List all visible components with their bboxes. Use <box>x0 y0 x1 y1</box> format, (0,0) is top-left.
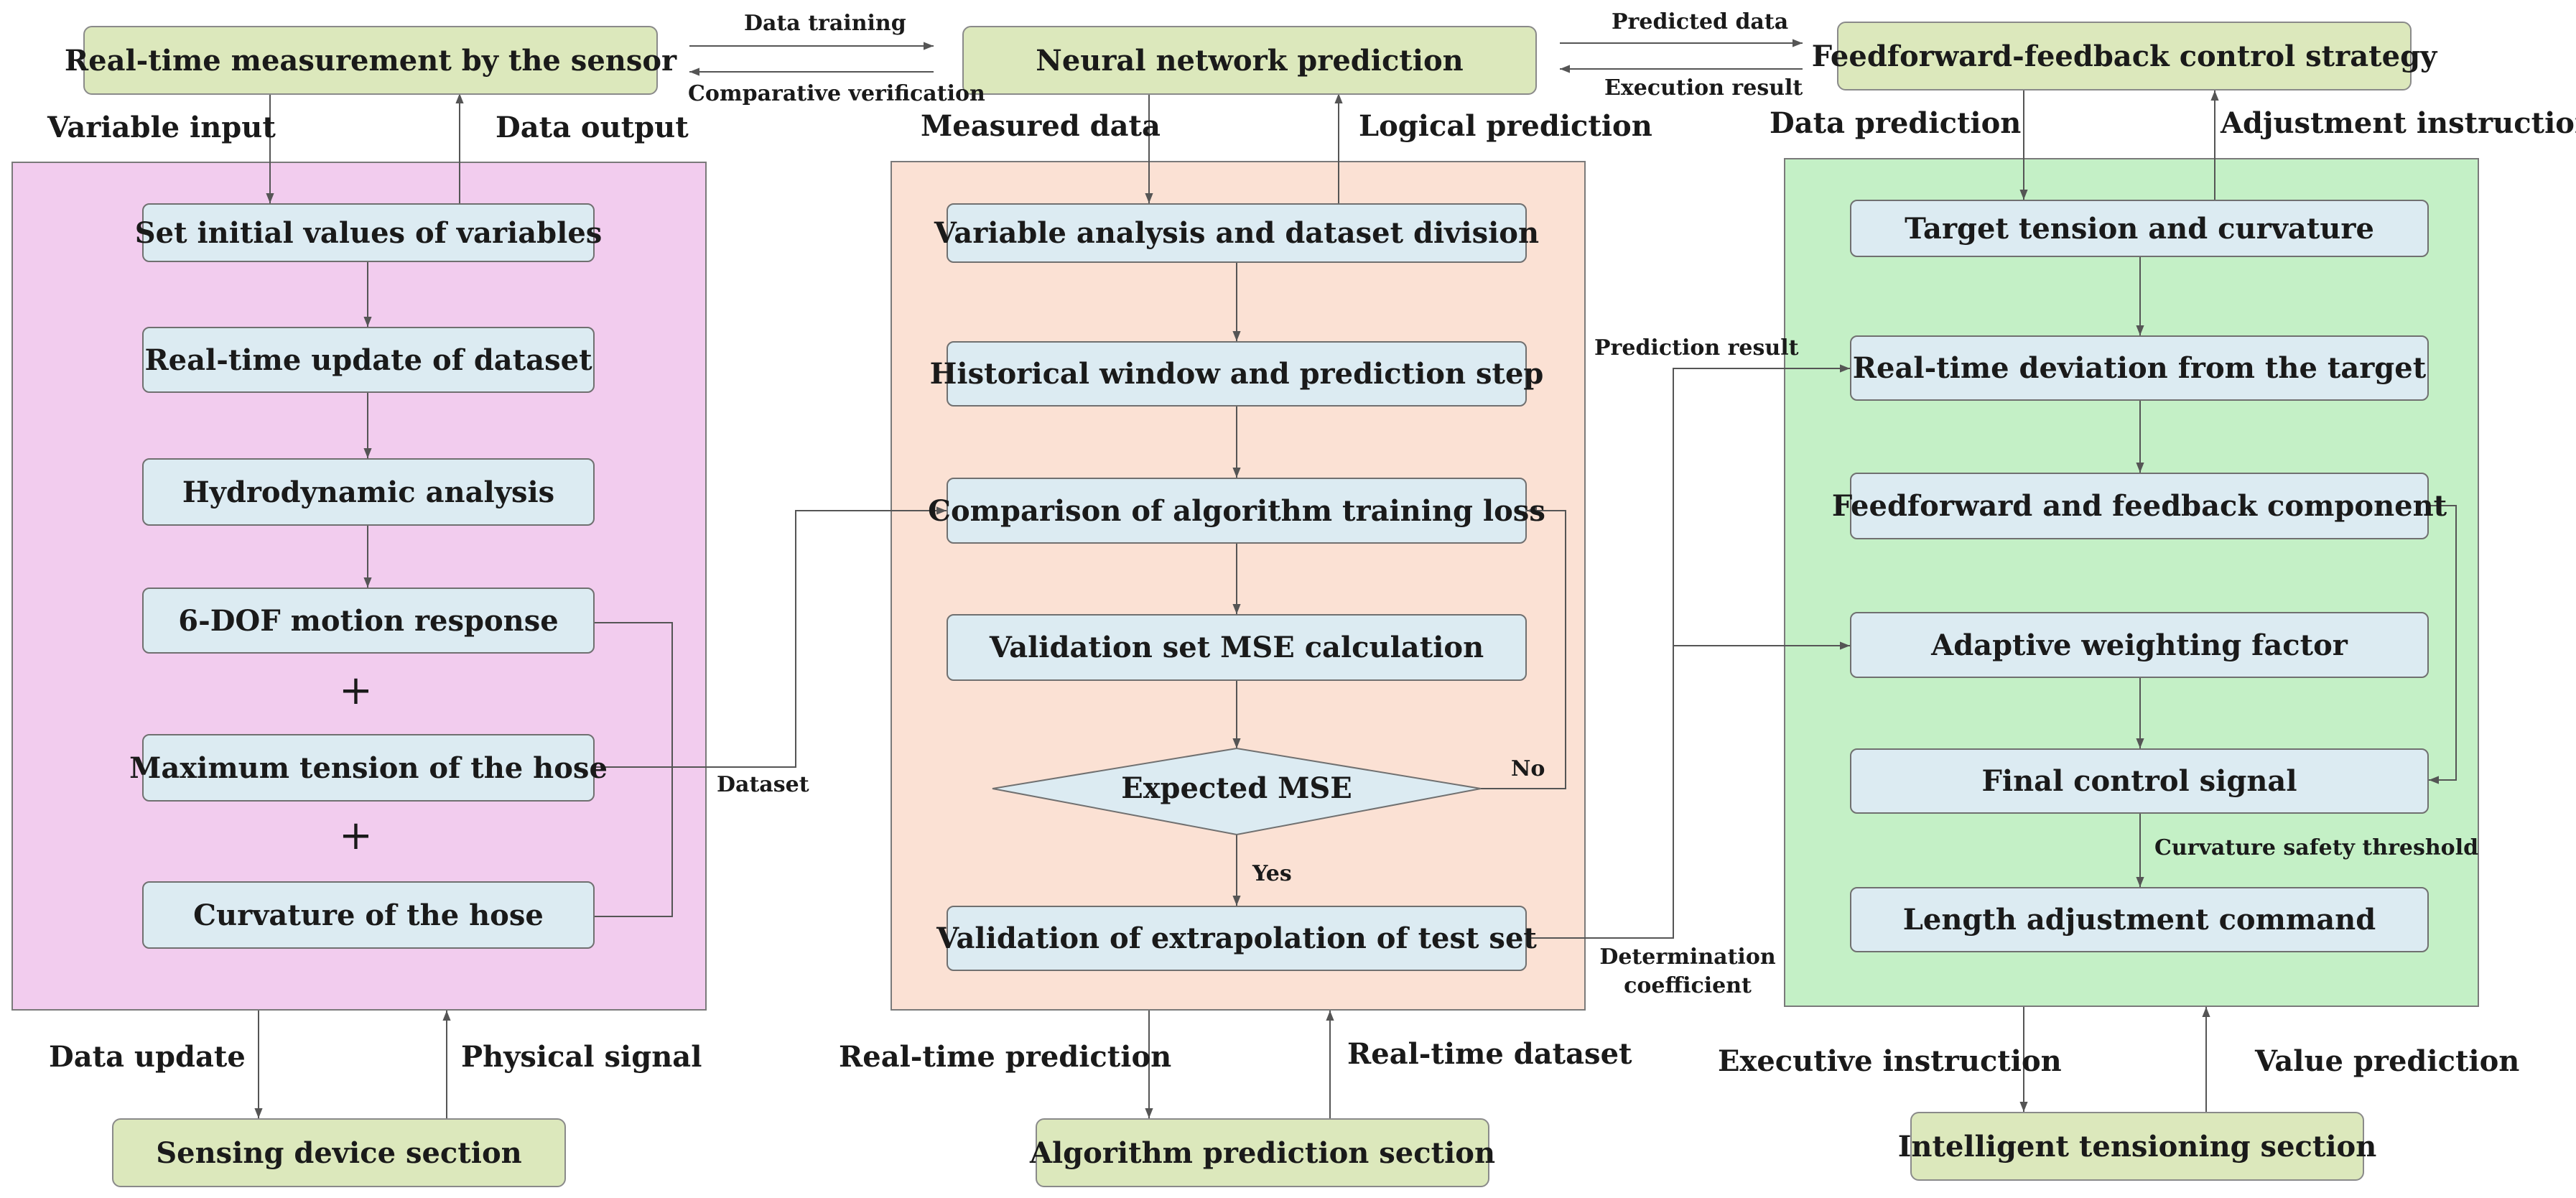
label-physical-signal: Physical signal <box>461 1040 702 1074</box>
expected-mse-diamond <box>992 747 1482 836</box>
step-validation-mse: Validation set MSE calculation <box>947 614 1527 681</box>
step-variable-analysis: Variable analysis and dataset division <box>934 203 1539 263</box>
header-neural: Neural network prediction <box>962 26 1537 95</box>
decision-label: Expected MSE <box>1121 771 1352 805</box>
label-realtime-dataset: Real-time dataset <box>1347 1037 1632 1071</box>
label-executive-instruction: Executive instruction <box>1718 1044 2062 1078</box>
label-dataset: Dataset <box>717 772 809 797</box>
label-logical-prediction: Logical prediction <box>1359 109 1652 143</box>
step-target-tension: Target tension and curvature <box>1850 200 2429 257</box>
step-hydrodynamic-analysis: Hydrodynamic analysis <box>142 458 595 526</box>
label-measured-data: Measured data <box>921 109 1161 143</box>
label-prediction-result: Prediction result <box>1594 335 1799 361</box>
step-realtime-deviation: Real-time deviation from the target <box>1850 335 2429 401</box>
plus-sign-1: + <box>339 667 373 714</box>
tensioning-panel <box>1784 158 2479 1007</box>
label-data-output: Data output <box>496 111 689 144</box>
step-6dof-motion: 6-DOF motion response <box>142 588 595 654</box>
header-control: Feedforward-feedback control strategy <box>1812 22 2437 90</box>
label-data-update: Data update <box>49 1040 246 1074</box>
step-feedforward-feedback: Feedforward and feedback component <box>1832 473 2447 539</box>
label-realtime-prediction: Real-time prediction <box>839 1040 1172 1074</box>
label-coefficient: coefficient <box>1624 973 1752 998</box>
algorithm-panel <box>891 161 1586 1011</box>
step-historical-window: Historical window and prediction step <box>930 341 1543 407</box>
step-validation-extrapolation: Validation of extrapolation of test set <box>936 906 1537 971</box>
label-determination: Determination <box>1599 944 1776 970</box>
label-predicted-data: Predicted data <box>1612 9 1789 34</box>
step-length-adjustment: Length adjustment command <box>1850 887 2429 952</box>
header-tensioning-section: Intelligent tensioning section <box>1898 1112 2376 1181</box>
label-no: No <box>1511 756 1545 781</box>
label-comparative-verification: Comparative verification <box>688 81 985 106</box>
label-variable-input: Variable input <box>47 111 276 144</box>
step-comparison-training-loss: Comparison of algorithm training loss <box>928 478 1545 544</box>
header-sensing-section: Sensing device section <box>112 1118 566 1187</box>
label-adjustment-instructions: Adjustment instructions <box>2221 106 2576 140</box>
label-yes: Yes <box>1252 861 1292 886</box>
header-algorithm-section: Algorithm prediction section <box>1030 1118 1495 1187</box>
step-realtime-update-dataset: Real-time update of dataset <box>142 327 595 393</box>
label-value-prediction: Value prediction <box>2255 1044 2520 1078</box>
step-final-control-signal: Final control signal <box>1850 748 2429 814</box>
label-curvature-safety: Curvature safety threshold <box>2154 835 2479 860</box>
plus-sign-2: + <box>339 812 373 859</box>
step-maximum-tension: Maximum tension of the hose <box>129 734 608 802</box>
label-data-training: Data training <box>744 11 906 36</box>
step-set-initial-values: Set initial values of variables <box>135 203 602 262</box>
header-sensor: Real-time measurement by the sensor <box>65 26 676 95</box>
step-adaptive-weighting: Adaptive weighting factor <box>1850 612 2429 678</box>
label-data-prediction: Data prediction <box>1770 106 2022 140</box>
step-curvature-hose: Curvature of the hose <box>142 881 595 949</box>
sensing-panel <box>11 162 707 1011</box>
label-execution-result: Execution result <box>1604 75 1803 101</box>
